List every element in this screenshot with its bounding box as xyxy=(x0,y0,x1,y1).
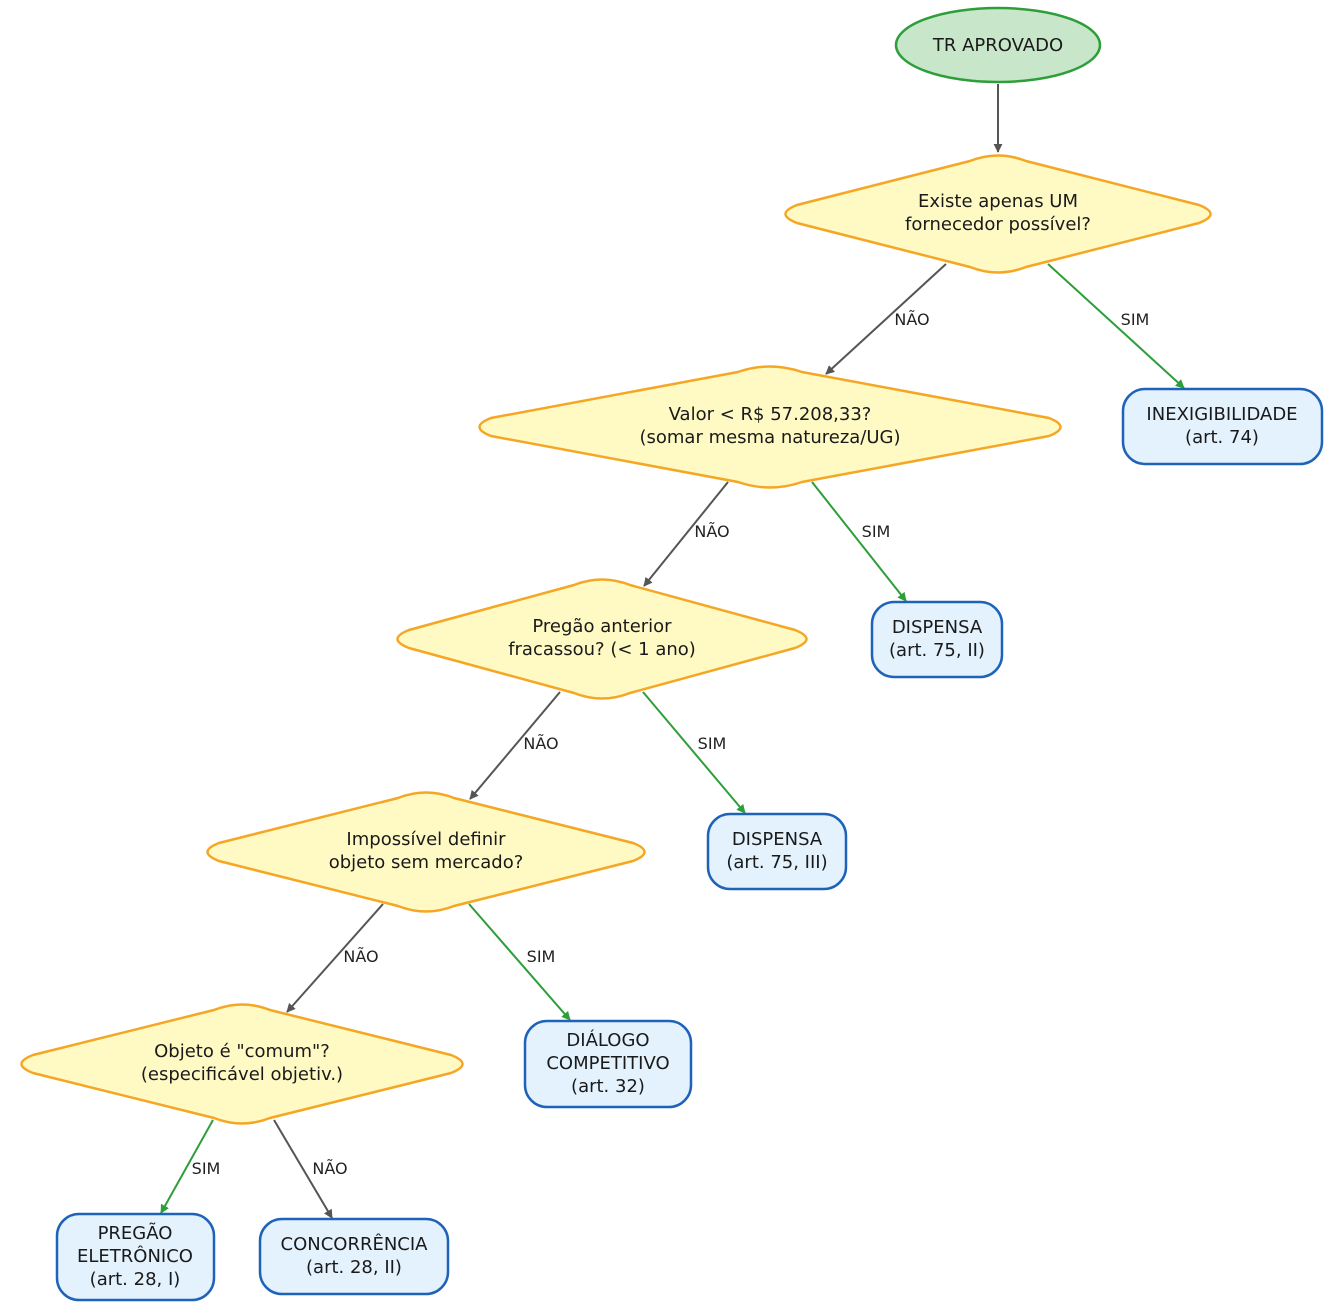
outcome-dispensa-iii-line1: DISPENSA xyxy=(732,829,823,850)
decision-q5-line2: (especificável objetiv.) xyxy=(141,1064,343,1085)
edges xyxy=(160,84,1185,1219)
decision-q2-line1: Valor < R$ 57.208,33? xyxy=(669,404,872,425)
edge-q3-no xyxy=(469,691,561,800)
decision-q2-line2: (somar mesma natureza/UG) xyxy=(639,427,900,448)
outcome-dialogo-competitivo: DIÁLOGO COMPETITIVO (art. 32) xyxy=(523,1019,693,1109)
outcome-pregao-line1: PREGÃO xyxy=(98,1222,173,1244)
edge-label-q5-yes: SIM xyxy=(192,1159,221,1178)
outcome-concorrencia: CONCORRÊNCIA (art. 28, II) xyxy=(258,1217,450,1296)
edge-q3-yes xyxy=(642,691,746,814)
decision-q4-line2: objeto sem mercado? xyxy=(329,852,524,873)
edge-q4-no xyxy=(286,903,384,1013)
edge-q1-yes xyxy=(1047,263,1185,389)
outcome-pregao-line3: (art. 28, I) xyxy=(90,1269,181,1290)
decision-q1-line2: fornecedor possível? xyxy=(905,214,1091,235)
start-node: TR APROVADO xyxy=(894,6,1102,84)
outcome-concorrencia-line2: (art. 28, II) xyxy=(306,1257,402,1278)
outcome-dispensa-ii-line2: (art. 75, II) xyxy=(889,640,985,661)
edge-label-q3-yes: SIM xyxy=(698,734,727,753)
decision-q1-line1: Existe apenas UM xyxy=(918,191,1078,212)
outcome-dialogo-line1: DIÁLOGO xyxy=(566,1029,649,1051)
edge-label-q1-no: NÃO xyxy=(894,310,929,329)
outcome-dispensa-iii-line2: (art. 75, III) xyxy=(726,852,827,873)
decision-q3: Pregão anterior fracassou? (< 1 ano) xyxy=(396,578,808,700)
edge-q2-yes xyxy=(811,481,907,602)
outcome-pregao-eletronico: PREGÃO ELETRÔNICO (art. 28, I) xyxy=(55,1212,216,1302)
outcome-dispensa-ii: DISPENSA (art. 75, II) xyxy=(870,600,1004,679)
edge-q4-yes xyxy=(468,903,571,1021)
edge-label-q4-yes: SIM xyxy=(527,947,556,966)
edge-labels: NÃO SIM NÃO SIM NÃO SIM NÃO SIM SIM NÃO xyxy=(192,310,1150,1178)
edge-label-q2-yes: SIM xyxy=(862,522,891,541)
outcome-inexigibilidade: INEXIGIBILIDADE (art. 74) xyxy=(1121,387,1324,466)
decision-q1: Existe apenas UM fornecedor possível? xyxy=(784,154,1212,274)
decision-q2: Valor < R$ 57.208,33? (somar mesma natur… xyxy=(478,365,1062,489)
decision-q3-line1: Pregão anterior xyxy=(532,616,672,637)
edge-q5-no xyxy=(273,1119,333,1219)
decision-q5: Objeto é "comum"? (especificável objetiv… xyxy=(20,1003,464,1125)
decision-q4: Impossível definir objeto sem mercado? xyxy=(206,791,646,913)
decision-q5-line1: Objeto é "comum"? xyxy=(154,1041,330,1062)
edge-label-q5-no: NÃO xyxy=(312,1159,347,1178)
outcome-dispensa-ii-line1: DISPENSA xyxy=(892,617,983,638)
edge-label-q1-yes: SIM xyxy=(1121,310,1150,329)
outcome-dialogo-line3: (art. 32) xyxy=(571,1076,645,1097)
edge-label-q4-no: NÃO xyxy=(343,947,378,966)
edge-q2-no xyxy=(643,481,729,587)
decision-q4-line1: Impossível definir xyxy=(346,829,506,850)
outcome-pregao-line2: ELETRÔNICO xyxy=(77,1245,193,1267)
outcome-concorrencia-line1: CONCORRÊNCIA xyxy=(281,1233,429,1255)
edge-label-q3-no: NÃO xyxy=(523,734,558,753)
outcome-inexigibilidade-line1: INEXIGIBILIDADE xyxy=(1146,404,1297,425)
outcome-dialogo-line2: COMPETITIVO xyxy=(546,1053,669,1074)
outcome-dispensa-iii: DISPENSA (art. 75, III) xyxy=(706,812,848,891)
edge-q1-no xyxy=(825,263,947,375)
edge-label-q2-no: NÃO xyxy=(694,522,729,541)
start-label: TR APROVADO xyxy=(932,35,1063,56)
edge-q5-yes xyxy=(160,1119,214,1214)
outcome-inexigibilidade-line2: (art. 74) xyxy=(1185,427,1259,448)
decision-q3-line2: fracassou? (< 1 ano) xyxy=(508,639,696,660)
